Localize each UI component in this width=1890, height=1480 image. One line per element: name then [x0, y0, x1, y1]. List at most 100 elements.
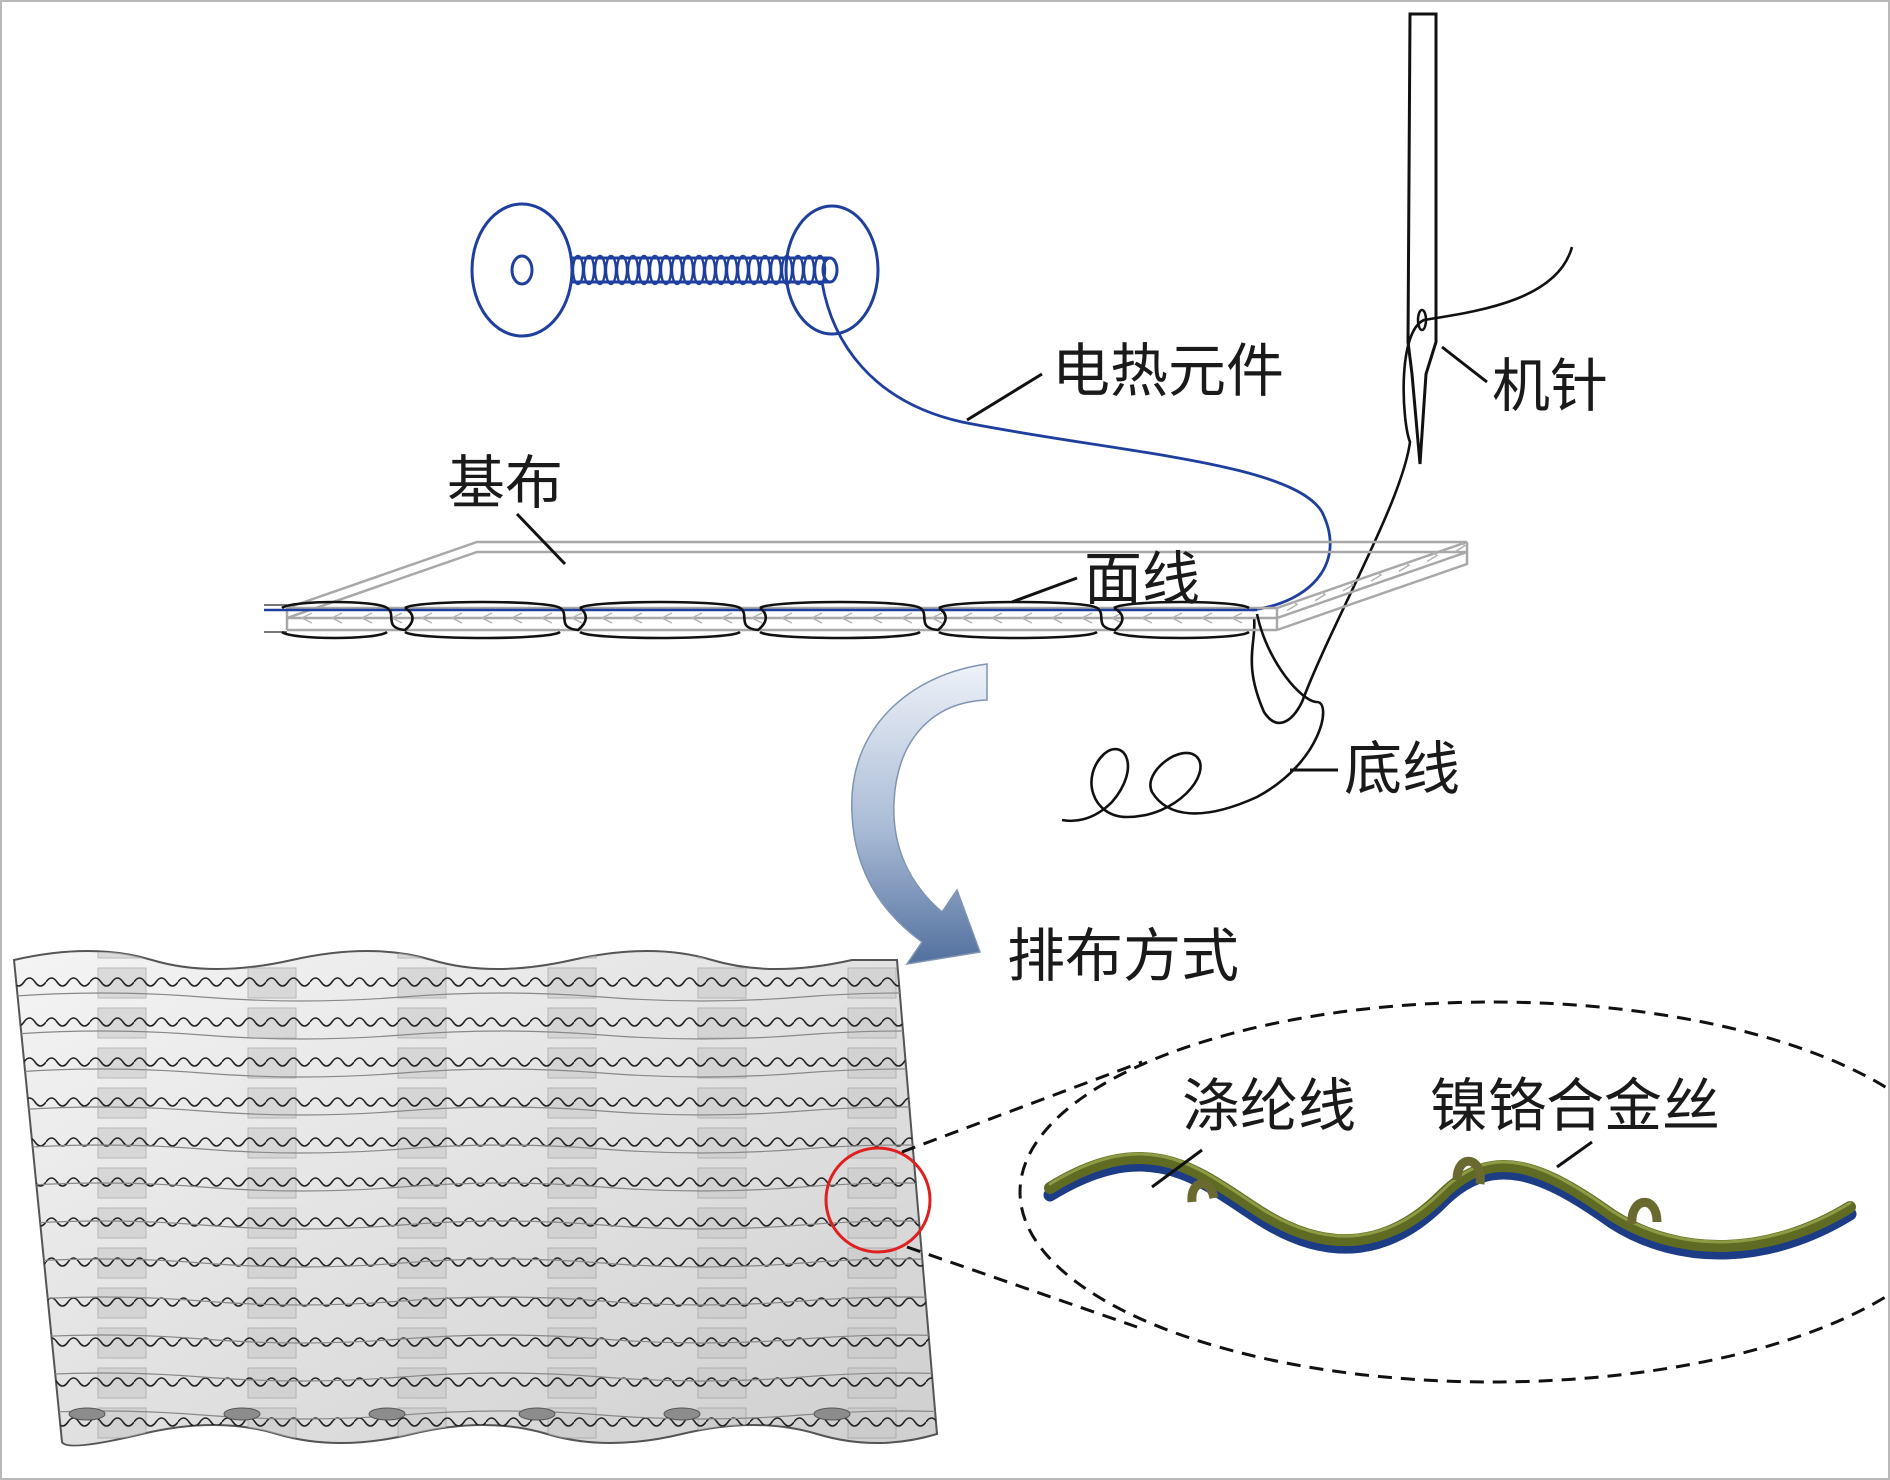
fabric-chevron — [1050, 612, 1063, 624]
spool-coil — [582, 254, 596, 286]
sheet-row-line — [14, 1296, 937, 1306]
base-fabric-leader — [515, 512, 567, 566]
fabric-chevron — [1170, 612, 1183, 624]
spool-coil — [703, 254, 717, 286]
fabric-chevron — [1314, 591, 1327, 602]
upper-stitch — [404, 600, 561, 610]
polyester-thread-label: 涤纶线 — [1182, 1072, 1357, 1140]
fabric-chevron — [840, 612, 853, 624]
callout-line-top — [901, 1060, 1143, 1154]
fabric-chevron — [900, 612, 913, 624]
fabric-chevron — [420, 612, 433, 624]
upper-stitch — [759, 600, 921, 610]
heating-element-leader — [966, 372, 1043, 422]
upper-thread-needle-loop — [1250, 246, 1574, 725]
callout-ellipse — [1018, 1000, 1888, 1384]
fabric-chevron — [540, 612, 553, 624]
fabric-chevron — [690, 612, 703, 624]
layout-sheet — [12, 950, 939, 1447]
fabric-chevron — [810, 612, 823, 624]
fabric-chevron — [930, 612, 943, 624]
needle-icon — [1406, 12, 1438, 465]
fabric-chevron — [660, 612, 673, 624]
lower-stitch — [404, 630, 561, 640]
curved-arrow-icon — [851, 663, 988, 966]
heating-element-label: 电热元件 — [1052, 337, 1285, 405]
base-fabric-label: 基布 — [447, 449, 564, 517]
sheet-hole — [518, 1407, 556, 1421]
polyester-leader — [1151, 1148, 1203, 1189]
spool-coil — [648, 254, 662, 286]
fabric-chevron — [450, 612, 463, 624]
fabric-chevron — [870, 612, 883, 624]
callout-line-bottom — [906, 1245, 1138, 1329]
spool-coil — [725, 254, 739, 286]
lower-thread — [1061, 613, 1325, 823]
lockstitch-row — [281, 600, 1250, 640]
fabric-chevron — [570, 612, 583, 624]
stitch-interlock — [386, 606, 414, 632]
sheet-row-line — [14, 992, 937, 1002]
sheet-row-line — [14, 1258, 937, 1268]
fabric-chevron — [1140, 612, 1153, 624]
spool-coil — [681, 254, 695, 286]
base-fabric — [285, 540, 1469, 632]
fabric-chevron — [750, 612, 763, 624]
magnify-highlight-circle — [824, 1146, 932, 1254]
fabric-chevron — [960, 612, 973, 624]
fabric-chevron — [990, 612, 1003, 624]
fabric-chevron — [1020, 612, 1033, 624]
sheet-row-line — [14, 1334, 937, 1344]
stitch-interlock — [1096, 606, 1124, 632]
upper-thread-leader — [1011, 576, 1078, 604]
spool-coil — [758, 254, 772, 286]
nichrome-wire-label: 镍铬合金丝 — [1430, 1072, 1721, 1140]
sheet-row-line — [14, 1220, 937, 1230]
spool-coil — [593, 254, 607, 286]
upper-stitch — [281, 600, 388, 610]
needle-leader — [1441, 345, 1488, 384]
sheet-hole — [368, 1407, 406, 1421]
sheet-row-line — [14, 1106, 937, 1116]
fabric-chevron — [1398, 561, 1411, 572]
fabric-chevron — [780, 612, 793, 624]
fabric-chevron — [1230, 612, 1243, 624]
stitch-interlock — [919, 606, 947, 632]
sheet-row-line — [14, 1068, 937, 1078]
upper-thread-label: 面线 — [1084, 545, 1201, 613]
lower-stitch — [281, 630, 388, 640]
sheet-hole — [663, 1407, 701, 1421]
upper-stitch — [579, 600, 741, 610]
lower-stitch — [759, 630, 921, 640]
layout-pattern-label: 排布方式 — [1007, 922, 1240, 990]
magnified-wire-detail — [1043, 1152, 1857, 1260]
fabric-chevron — [510, 612, 523, 624]
sheet-hole — [813, 1407, 851, 1421]
stitch-interlock — [559, 606, 588, 632]
spool-coil — [571, 254, 585, 286]
fabric-chevron — [1200, 612, 1213, 624]
fabric-chevron — [720, 612, 733, 624]
fabric-chevron — [1286, 600, 1299, 612]
spool-coil — [714, 254, 728, 286]
spool-coil — [626, 254, 640, 286]
lower-thread-label: 底线 — [1344, 735, 1461, 803]
upper-stitch — [938, 600, 1098, 610]
lower-stitch — [938, 630, 1098, 640]
spool-coil — [615, 254, 629, 286]
sheet-hole — [223, 1407, 261, 1421]
fabric-chevron — [1110, 612, 1123, 624]
stitch-interlock — [739, 606, 768, 632]
fabric-chevron — [1080, 612, 1093, 624]
fabric-chevron — [1454, 542, 1467, 553]
fabric-chevron — [1342, 581, 1355, 592]
spool-coil — [747, 254, 761, 286]
spool-coil — [604, 254, 618, 286]
spool-coil — [670, 254, 684, 286]
fabric-chevron — [360, 612, 373, 624]
spool-coil — [769, 254, 783, 286]
spool-coil — [802, 254, 816, 286]
fabric-chevron — [480, 612, 493, 624]
